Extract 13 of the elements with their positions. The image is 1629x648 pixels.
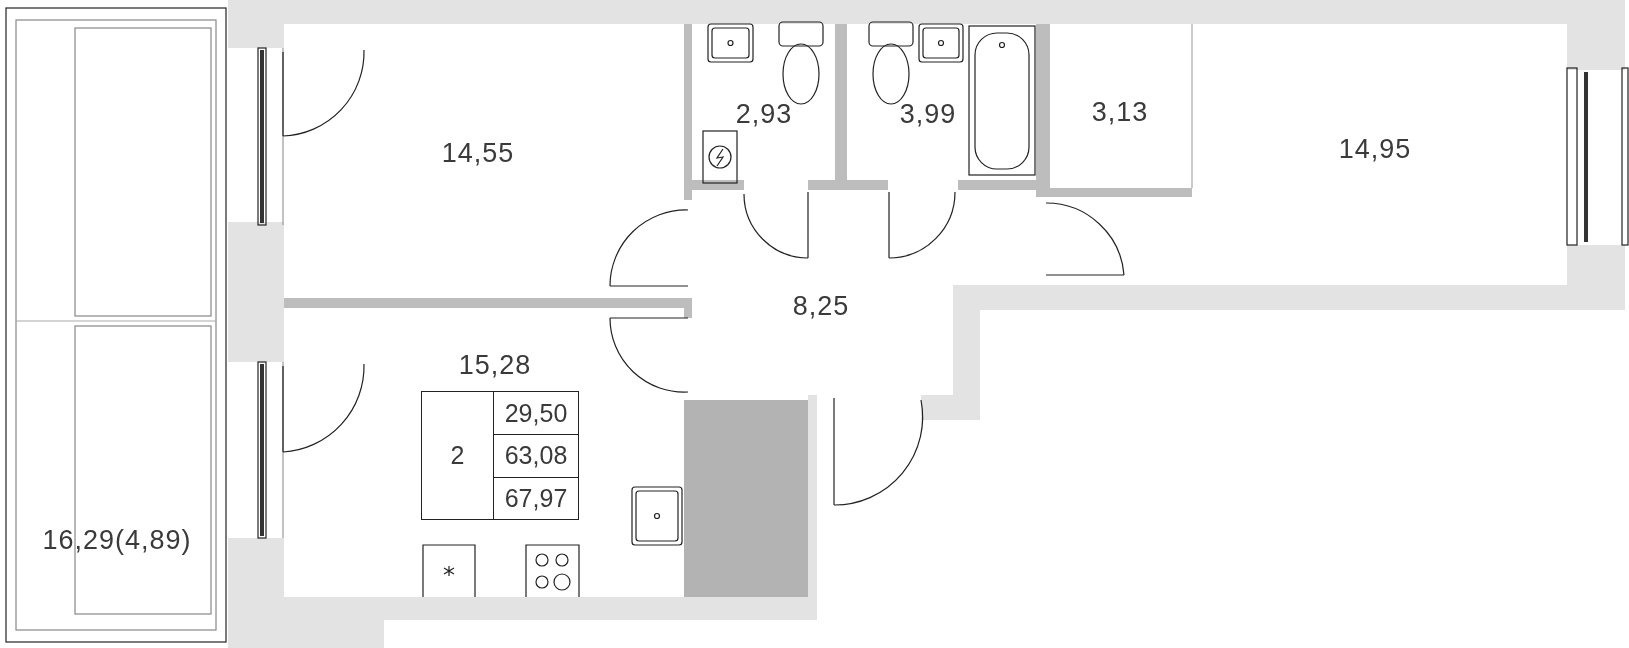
room-area-label: 3,99	[899, 100, 957, 128]
area-summary-table	[421, 391, 579, 520]
room-area-label: 16,29(4,89)	[42, 526, 192, 554]
room-area-label: 14,95	[1338, 135, 1412, 163]
room-area-label: 3,13	[1091, 98, 1149, 126]
room-area-label: 8,25	[792, 292, 850, 320]
area-value: 63,08	[494, 434, 578, 477]
room-area-label: 14,55	[441, 139, 515, 167]
room-area-label: 2,93	[735, 100, 793, 128]
room-count: 2	[422, 392, 494, 519]
room-area-label: 15,28	[458, 351, 532, 379]
area-value: 29,50	[503, 397, 569, 429]
area-value: 67,97	[494, 476, 578, 519]
